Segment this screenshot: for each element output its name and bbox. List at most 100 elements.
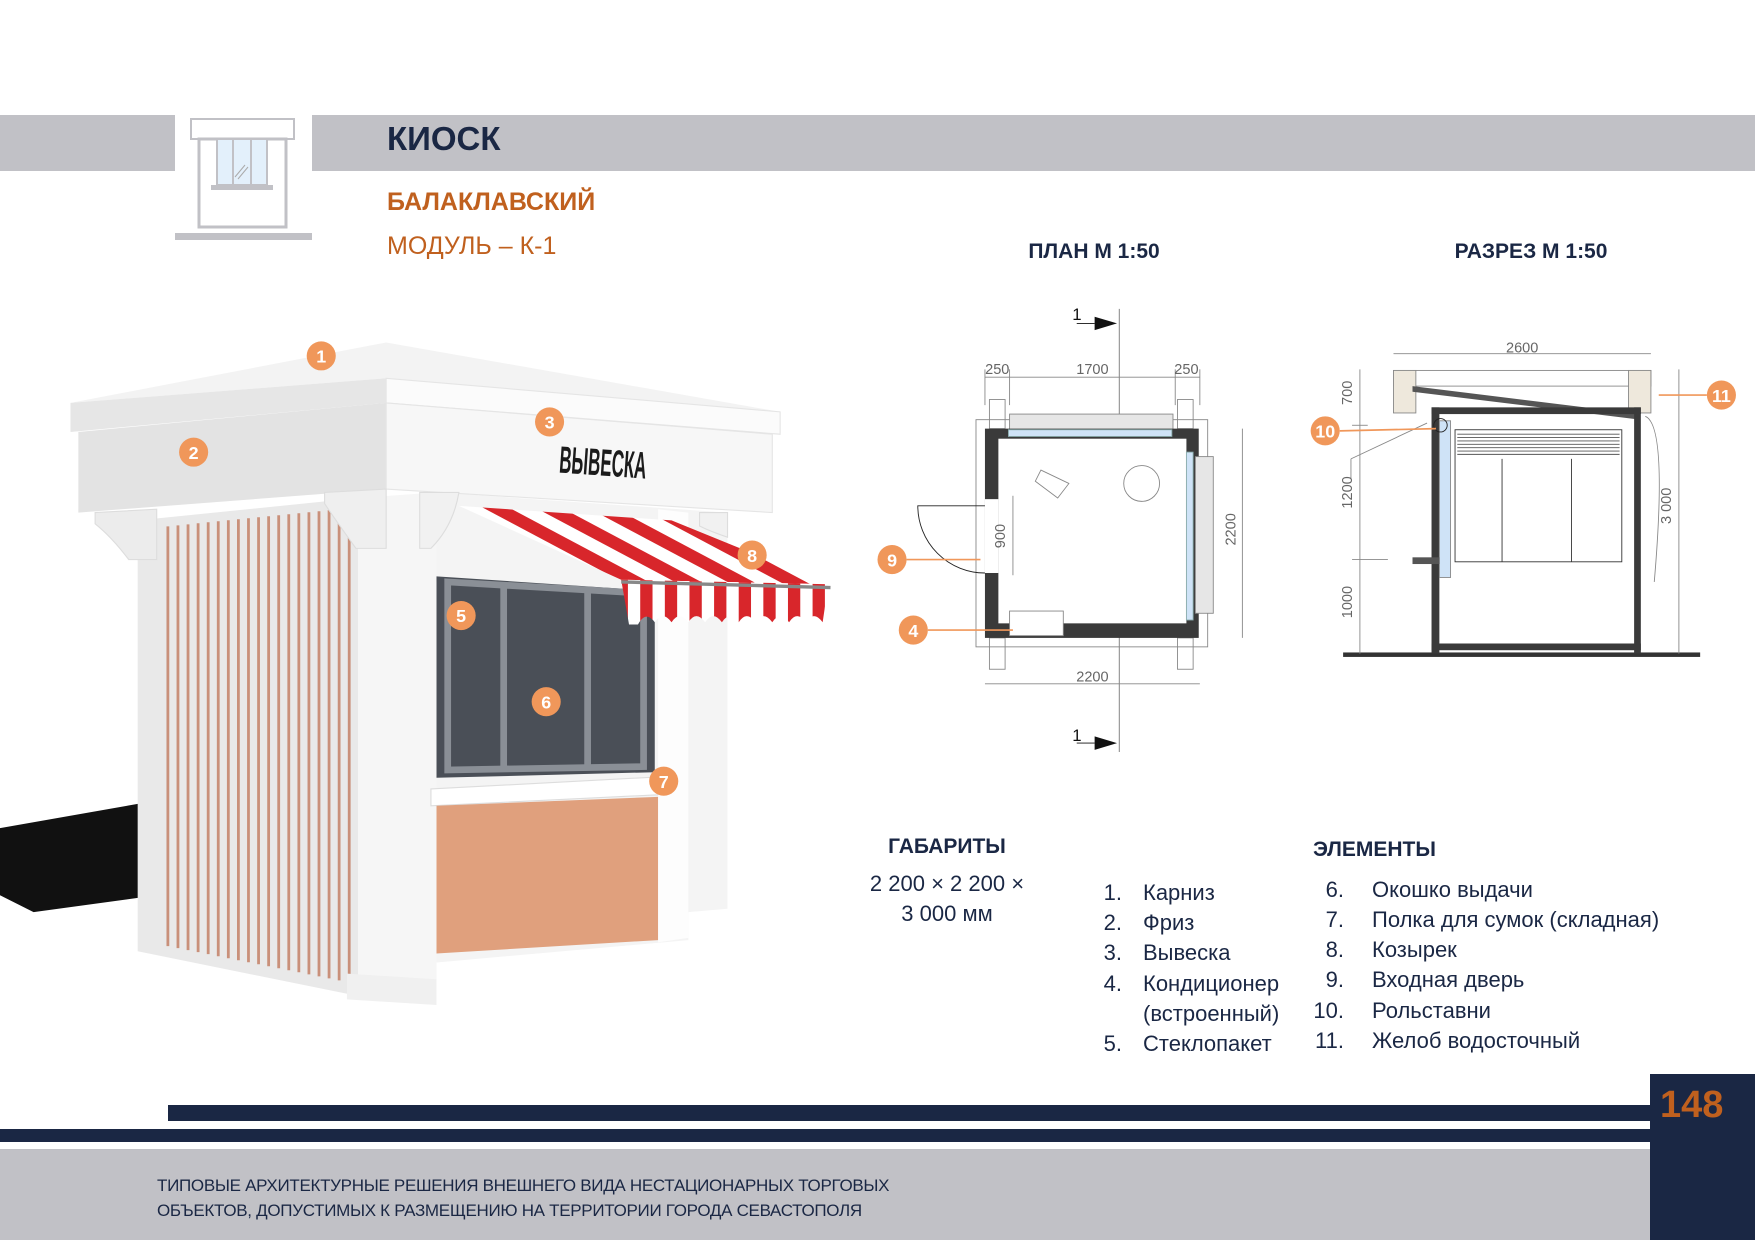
- marker-3: 3: [535, 407, 565, 437]
- element-label: Вывеска: [1143, 940, 1231, 965]
- marker-10: 10: [1310, 416, 1340, 446]
- awning-valance: [621, 579, 829, 625]
- element-label: Фриз: [1143, 910, 1195, 935]
- marker-circle: [1706, 380, 1736, 410]
- marker-2: 2: [179, 437, 209, 467]
- footer-band: [0, 1149, 1650, 1240]
- markers: 1 2 3 4 5 6 7 8 9 10 11: [179, 341, 1736, 796]
- lower-panel: [436, 796, 659, 954]
- footer-bar-bottom: [0, 1129, 1650, 1142]
- module-label: МОДУЛЬ – К-1: [387, 232, 557, 260]
- dimensions-heading: ГАБАРИТЫ: [888, 835, 1006, 858]
- dimensions-line-1: 2 200 × 2 200 ×: [869, 871, 1025, 896]
- marker-number: 1: [316, 347, 326, 367]
- marker-number: 2: [189, 443, 199, 463]
- kiosk-name: БАЛАКЛАВСКИЙ: [387, 188, 596, 216]
- cornice-right: [385, 377, 781, 435]
- service-window: [436, 576, 655, 778]
- marker-5: 5: [446, 600, 476, 631]
- marker-number: 9: [887, 550, 897, 570]
- kiosk-render: ВЫВЕСКА: [0, 342, 831, 1005]
- marker-11: 11: [1706, 380, 1736, 410]
- section-dim-total: 3 000: [1659, 488, 1675, 524]
- element-number: 4.: [1103, 971, 1122, 996]
- section-arrow-top: [1094, 316, 1118, 331]
- plan-dim-door: 900: [993, 524, 1009, 548]
- marker-number: 3: [545, 413, 555, 433]
- element-label: Козырек: [1372, 937, 1457, 962]
- cornice-left: [70, 378, 387, 432]
- leader-lines: [906, 394, 1707, 631]
- dimensions-line-2: 3 000 мм: [901, 901, 993, 926]
- page-number-block: [1650, 1074, 1755, 1240]
- marker-7: 7: [649, 766, 679, 796]
- marker-number: 5: [456, 606, 466, 626]
- plan-dim-left: 250: [985, 362, 1009, 378]
- page-title: КИОСК: [387, 120, 501, 157]
- element-label: Рольставни: [1372, 998, 1491, 1023]
- element-number: 1.: [1103, 880, 1122, 905]
- icon-underline: [175, 233, 312, 240]
- section-dim-width: 2600: [1506, 341, 1538, 357]
- element-label: Кондиционер: [1143, 971, 1280, 996]
- marker-circle: [179, 437, 209, 467]
- page-number: 148: [1660, 1084, 1724, 1126]
- footer-line-1: ТИПОВЫЕ АРХИТЕКТУРНЫЕ РЕШЕНИЯ ВНЕШНЕГО В…: [157, 1176, 890, 1195]
- plan-dim-side: 2200: [1224, 513, 1240, 545]
- element-number: 3.: [1103, 940, 1122, 965]
- element-label: Окошко выдачи: [1372, 877, 1533, 902]
- kiosk-icon: [175, 115, 312, 233]
- marker-6: 6: [531, 687, 561, 717]
- element-number: 8.: [1325, 937, 1344, 962]
- section-title: РАЗРЕЗ М 1:50: [1454, 240, 1608, 263]
- footer-line-2: ОБЪЕКТОВ, ДОПУСТИМЫХ К РАЗМЕЩЕНИЮ НА ТЕР…: [157, 1201, 862, 1220]
- marker-1: 1: [306, 341, 336, 371]
- marker-circle: [898, 615, 928, 645]
- marker-8: 8: [737, 540, 767, 570]
- plan-dim-middle: 1700: [1076, 362, 1108, 378]
- marker-circle: [535, 407, 565, 437]
- section-dim-h1: 700: [1340, 381, 1356, 405]
- element-number: 6.: [1325, 877, 1344, 902]
- element-label: (встроенный): [1143, 1001, 1280, 1026]
- plan-dim-right: 250: [1174, 362, 1198, 378]
- section-drawing: [1343, 353, 1701, 657]
- section-dim-h3: 1000: [1340, 586, 1356, 618]
- roof-top: [70, 342, 781, 412]
- element-label: Желоб водосточный: [1372, 1028, 1581, 1053]
- marker-4: 4: [898, 615, 928, 645]
- right-pilaster: [658, 509, 689, 943]
- element-number: 7.: [1325, 907, 1344, 932]
- element-label: Карниз: [1143, 880, 1215, 905]
- corner-pilaster: [358, 492, 437, 1002]
- element-label: Стеклопакет: [1143, 1031, 1272, 1056]
- plan-dim-bottom: 2200: [1076, 670, 1108, 686]
- element-number: 11.: [1315, 1028, 1344, 1053]
- marker-circle: [877, 545, 907, 575]
- floor-plan: [917, 308, 1243, 753]
- frieze-right: [385, 402, 773, 514]
- marker-number: 4: [908, 621, 918, 641]
- section-arrow-bottom: [1094, 736, 1118, 750]
- footer-bar-top: [168, 1105, 1650, 1121]
- marker-circle: [649, 766, 679, 796]
- section-mark-bottom: 1: [1072, 726, 1081, 745]
- sign-text: ВЫВЕСКА: [558, 440, 648, 488]
- wall-slats: [166, 508, 351, 983]
- element-number: 2.: [1103, 910, 1122, 935]
- element-number: 9.: [1325, 967, 1344, 992]
- element-label: Полка для сумок (складная): [1372, 907, 1660, 932]
- section-mark-top: 1: [1072, 305, 1081, 324]
- marker-number: 11: [1712, 386, 1731, 406]
- marker-circle: [1310, 416, 1340, 446]
- element-label: Входная дверь: [1372, 967, 1525, 992]
- shadow: [0, 803, 157, 913]
- elements-heading: ЭЛЕМЕНТЫ: [1313, 838, 1436, 861]
- marker-number: 8: [747, 546, 757, 566]
- marker-circle: [446, 600, 476, 631]
- awning: [458, 505, 829, 585]
- element-number: 5.: [1103, 1031, 1122, 1056]
- marker-circle: [306, 341, 336, 371]
- marker-number: 10: [1315, 422, 1335, 442]
